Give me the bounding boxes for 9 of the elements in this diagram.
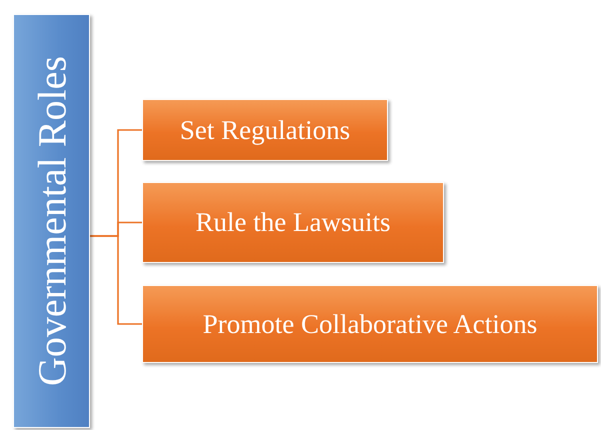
title-bar bbox=[13, 14, 90, 428]
role-box bbox=[142, 182, 444, 263]
role-box bbox=[142, 285, 598, 363]
label-text: Promote Collaborative Actions bbox=[202, 308, 538, 340]
label-text: Set Regulations bbox=[180, 114, 350, 146]
role-box bbox=[142, 99, 388, 161]
label-text: Governmental Roles bbox=[28, 56, 75, 386]
connector-line bbox=[90, 235, 142, 325]
label-text: Rule the Lawsuits bbox=[196, 207, 390, 238]
